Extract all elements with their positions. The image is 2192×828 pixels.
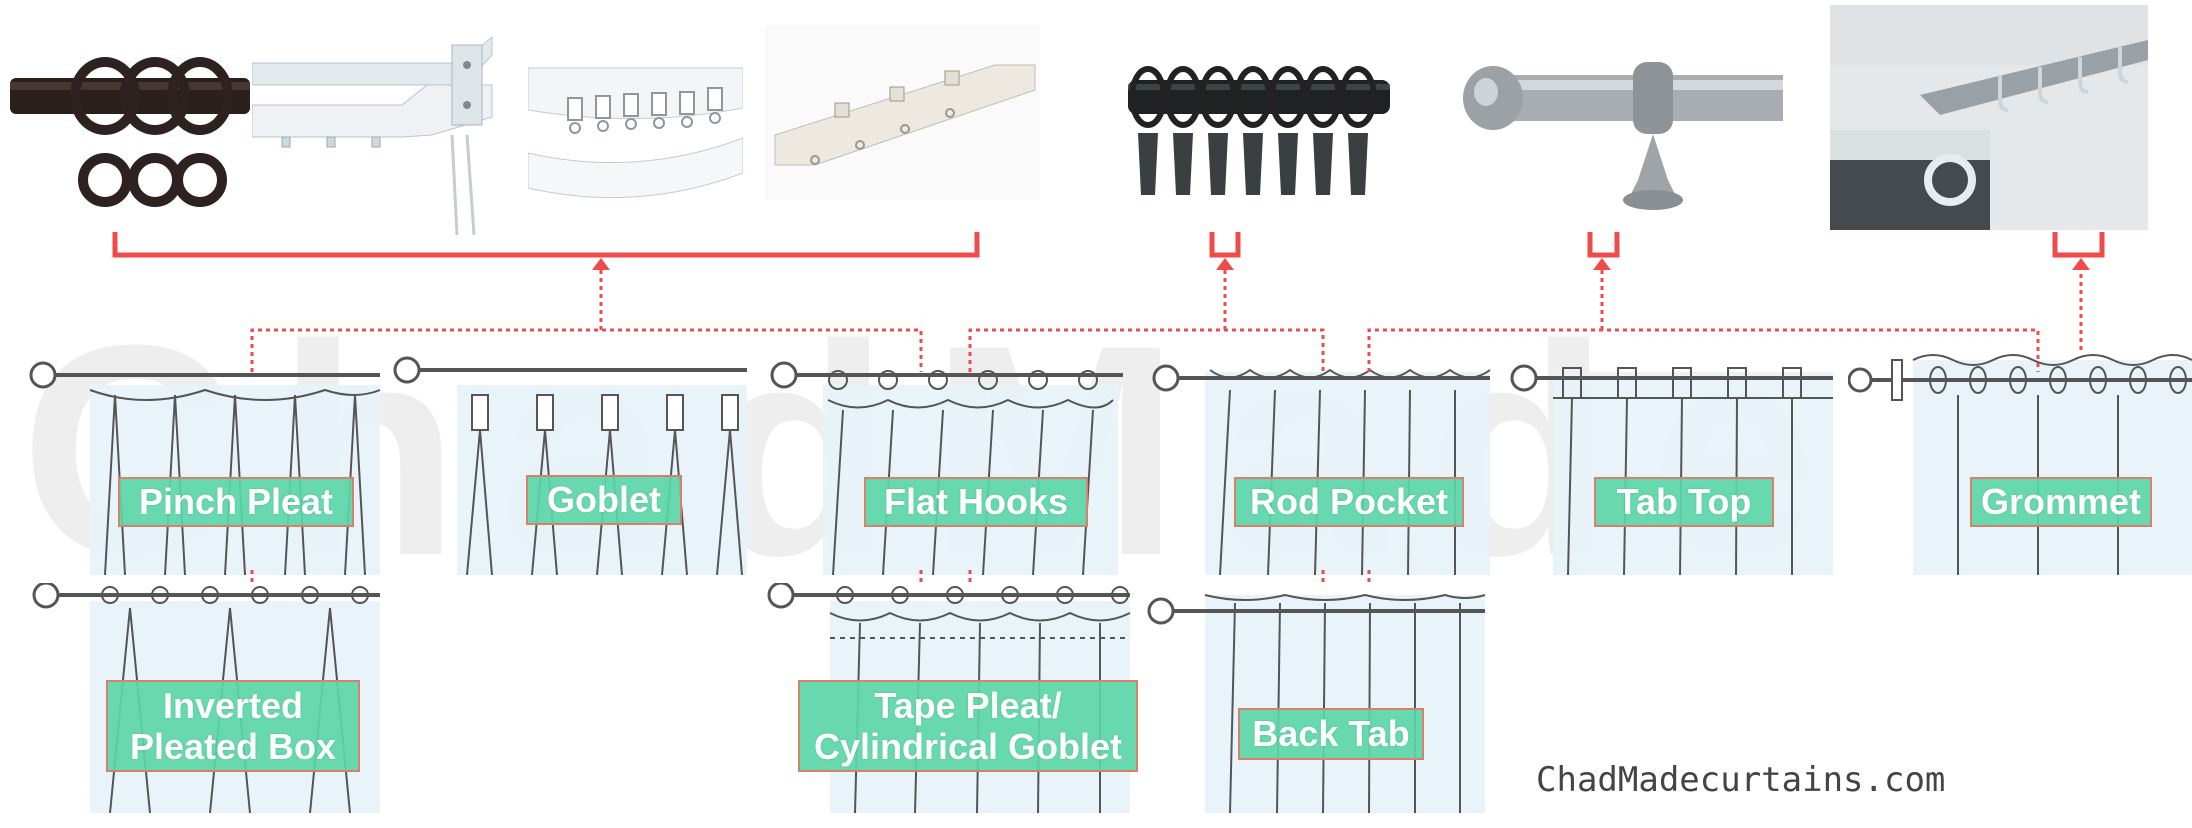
brand-text: ChadMadecurtains.com	[1536, 760, 1946, 800]
metal-rod-with-bracket-icon	[1463, 62, 1783, 210]
label-flat-hooks: Flat Hooks	[864, 477, 1088, 527]
clip-rings-icon	[1128, 66, 1390, 195]
back-tab-drawing	[1147, 593, 1486, 813]
tab-top-drawing	[1510, 364, 1833, 575]
label-tab-top: Tab Top	[1594, 477, 1774, 527]
bracket-ceiling-track	[2052, 232, 2105, 258]
grommet-drawing	[1848, 354, 2192, 575]
label-goblet: Goblet	[526, 475, 682, 525]
bracket-clip-rings	[1209, 232, 1241, 258]
ceiling-track-with-grommet-icon	[1830, 5, 2148, 230]
rod-pocket-drawing	[1152, 364, 1491, 575]
label-pinch-pleat: Pinch Pleat	[118, 477, 354, 527]
label-grommet: Grommet	[1970, 477, 2152, 527]
rings-on-rod-icon	[10, 57, 250, 207]
straight-track-icon	[765, 25, 1040, 200]
curtain-track-icon	[252, 35, 493, 235]
label-rod-pocket: Rod Pocket	[1234, 477, 1464, 527]
bracket-tracks	[112, 232, 980, 258]
label-back-tab: Back Tab	[1238, 708, 1424, 760]
bracket-metal-rod	[1587, 232, 1620, 258]
label-tape-pleat-cylindrical-goblet: Tape Pleat/ Cylindrical Goblet	[798, 680, 1138, 772]
label-inverted-pleated-box: Inverted Pleated Box	[106, 680, 360, 772]
curved-track-icon	[528, 67, 743, 198]
